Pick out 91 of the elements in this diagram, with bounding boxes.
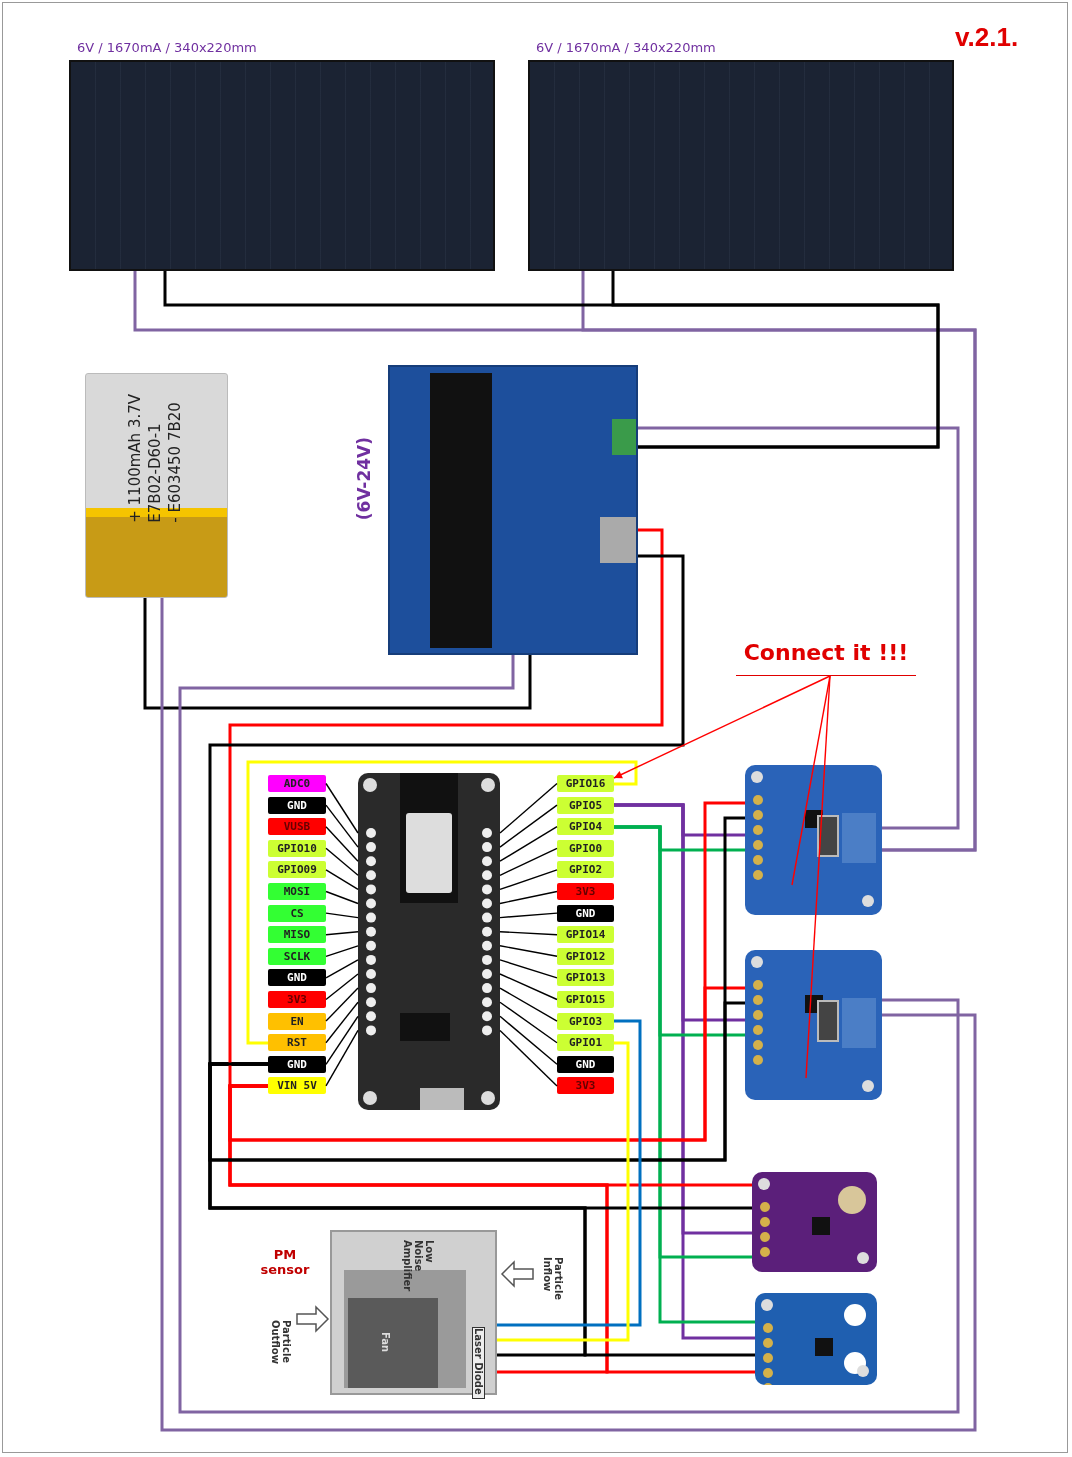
pin-label: GND bbox=[557, 904, 614, 922]
leader-line bbox=[499, 847, 558, 876]
microcontroller-board-drawing bbox=[358, 773, 500, 1110]
wire bbox=[638, 426, 960, 830]
leader-line bbox=[499, 890, 558, 905]
leader-line bbox=[499, 1029, 558, 1087]
wire bbox=[581, 271, 977, 852]
leader-line bbox=[499, 869, 558, 891]
pin-label: GPIO1 bbox=[557, 1034, 614, 1052]
leader-line bbox=[499, 987, 558, 1022]
panel-rating-text: 6V / 1670mA / 340x220mm bbox=[536, 40, 716, 55]
leader-line bbox=[325, 1015, 359, 1065]
pin-label: 3V3 bbox=[557, 1077, 614, 1095]
leader-line bbox=[499, 1015, 558, 1065]
battery-drawing bbox=[85, 373, 228, 598]
leader-line bbox=[613, 675, 831, 779]
pin-label: GND bbox=[268, 796, 326, 814]
leader-line bbox=[499, 945, 558, 957]
component-label: Laser Diode bbox=[472, 1327, 485, 1399]
pin-label: GPIO10 bbox=[268, 839, 326, 857]
pin-label: CS bbox=[268, 904, 326, 922]
pin-label: GPIO13 bbox=[557, 969, 614, 987]
part-label: Particle Inflow bbox=[542, 1257, 564, 1303]
wire bbox=[246, 760, 638, 1045]
pin-label: MISO bbox=[268, 926, 326, 944]
part-label: Particle Outflow bbox=[270, 1320, 292, 1366]
leader-line bbox=[499, 804, 558, 848]
pin-label: GND bbox=[268, 1055, 326, 1073]
pin-label: RST bbox=[268, 1034, 326, 1052]
leader-line bbox=[325, 912, 359, 919]
leader-line bbox=[325, 869, 359, 891]
panel-rating-text: 6V / 1670mA / 340x220mm bbox=[77, 40, 257, 55]
pin-label: GPIO15 bbox=[557, 991, 614, 1008]
current-sensor-board-drawing bbox=[745, 765, 882, 915]
leader-line bbox=[325, 1029, 359, 1087]
pin-label: GPIO12 bbox=[557, 947, 614, 965]
leader-line bbox=[325, 1001, 359, 1044]
wire bbox=[497, 1041, 630, 1342]
leader-line bbox=[325, 804, 359, 848]
pin-label: GND bbox=[557, 1055, 614, 1073]
wire bbox=[208, 554, 685, 1066]
battery-label-text: + 1100mAh 3.7V bbox=[126, 394, 144, 523]
leader-line bbox=[325, 987, 359, 1022]
pin-label: EN bbox=[268, 1012, 326, 1030]
pin-label: MOSI bbox=[268, 883, 326, 900]
pin-label: GPIO2 bbox=[557, 861, 614, 879]
leader-line bbox=[325, 945, 359, 957]
pin-label: GPIO4 bbox=[557, 818, 614, 836]
pin-label: SCLK bbox=[268, 947, 326, 965]
leader-line bbox=[499, 826, 558, 862]
current-sensor-board-drawing bbox=[745, 950, 882, 1100]
pin-label: GPIO5 bbox=[557, 796, 614, 814]
wire bbox=[497, 1019, 642, 1327]
pin-label: GPIO3 bbox=[557, 1012, 614, 1030]
leader-line bbox=[499, 782, 558, 834]
light-sensor-board-drawing bbox=[755, 1293, 877, 1385]
pin-label: VIN 5V bbox=[268, 1077, 326, 1095]
board-voltage-label: (6V-24V) bbox=[354, 437, 374, 521]
sensor-board-drawing bbox=[752, 1172, 877, 1272]
leader-line bbox=[325, 782, 359, 834]
pin-label: VUSB bbox=[268, 818, 326, 836]
leader-line bbox=[325, 826, 359, 862]
leader-line bbox=[499, 1001, 558, 1044]
pin-label: GPIO0 bbox=[557, 839, 614, 857]
leader-line bbox=[325, 973, 359, 1001]
sensor-caption: PM sensor bbox=[259, 1247, 311, 1277]
warning-note: Connect it !!! bbox=[736, 640, 916, 676]
leader-line bbox=[499, 931, 558, 936]
pin-label: 3V3 bbox=[268, 991, 326, 1008]
pin-label: 3V3 bbox=[557, 883, 614, 900]
leader-line bbox=[499, 973, 558, 1001]
battery-label-text: - E603450 7B20 bbox=[166, 401, 184, 523]
leader-line bbox=[325, 959, 359, 979]
leader-line bbox=[325, 890, 359, 905]
leader-line bbox=[499, 959, 558, 979]
pin-label: ADC0 bbox=[268, 775, 326, 792]
wire bbox=[228, 528, 664, 1088]
wire bbox=[143, 598, 532, 710]
part-label: Low Noise Amplifier bbox=[402, 1240, 435, 1290]
leader-line bbox=[805, 675, 831, 1079]
leader-line bbox=[499, 912, 558, 919]
pin-label: GPIO16 bbox=[557, 775, 614, 792]
pin-label: GPIO09 bbox=[268, 861, 326, 879]
version-label: v.2.1. bbox=[955, 22, 1019, 53]
battery-label-text: E7B02-D60-1 bbox=[146, 422, 164, 523]
pin-label: GPIO14 bbox=[557, 926, 614, 944]
leader-line bbox=[325, 847, 359, 876]
leader-line bbox=[325, 931, 359, 936]
pin-label: GND bbox=[268, 969, 326, 987]
wire bbox=[611, 271, 940, 449]
part-label: Fan bbox=[380, 1332, 391, 1355]
